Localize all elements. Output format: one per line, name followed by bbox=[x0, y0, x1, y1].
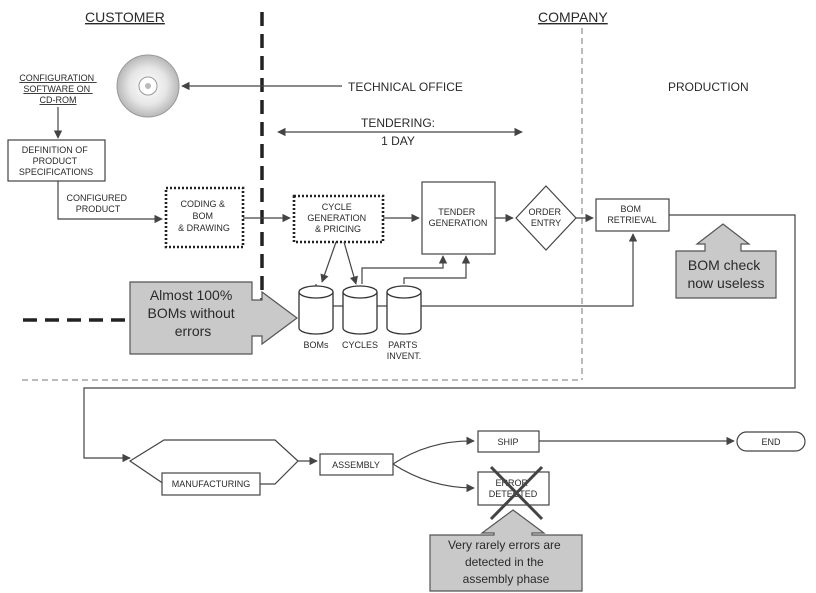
tender-box bbox=[421, 181, 496, 255]
cycles-db-label: CYCLES bbox=[342, 340, 378, 350]
cycle-to-cycles-arrow bbox=[343, 241, 358, 285]
assembly-label: ASSEMBLY bbox=[332, 460, 380, 470]
cycle-to-boms-arrow bbox=[320, 241, 337, 283]
manufacturing-label: MANUFACTURING bbox=[172, 479, 251, 489]
header-company: COMPANY bbox=[538, 9, 608, 25]
tender-label: TENDER GENERATION bbox=[429, 207, 488, 228]
order-entry-label: ORDER ENTRY bbox=[528, 207, 563, 228]
boms-errors-text: Almost 100% BOMs without errors bbox=[147, 287, 238, 339]
definition-to-coding-arrow bbox=[57, 181, 163, 224]
parts-to-tender-arrow bbox=[403, 255, 471, 284]
tendering-label: TENDERING: bbox=[361, 116, 435, 130]
order-entry-diamond bbox=[515, 185, 577, 251]
cross-out-icon bbox=[489, 465, 544, 521]
production-flow-line bbox=[83, 214, 796, 463]
tendering-duration: 1 DAY bbox=[381, 134, 415, 148]
bom-retrieval-box bbox=[595, 198, 670, 232]
bom-check-text: BOM check now useless bbox=[687, 257, 764, 291]
production-label: PRODUCTION bbox=[668, 80, 749, 94]
cycle-box bbox=[292, 194, 385, 244]
cycles-to-tender-arrow bbox=[361, 255, 448, 284]
bom-check-callout bbox=[675, 223, 777, 299]
cycle-label: CYCLE GENERATION & PRICING bbox=[307, 202, 368, 234]
parts-database-icon bbox=[386, 285, 422, 335]
config-software-label: CONFIGURATION SOFTWARE ON CD-ROM bbox=[19, 73, 96, 105]
rare-errors-callout bbox=[429, 509, 583, 592]
boms-errors-callout bbox=[129, 281, 299, 355]
assembly-to-ship-arrow bbox=[392, 436, 475, 465]
error-detected-label: ERROR DETECTED bbox=[489, 478, 538, 499]
rare-errors-text: Very rarely errors are detected in the a… bbox=[448, 538, 564, 586]
definition-label: DEFINITION OF PRODUCT SPECIFICATIONS bbox=[19, 145, 93, 177]
end-label: END bbox=[761, 437, 781, 447]
configured-product-label: CONFIGURED PRODUCT bbox=[66, 193, 129, 214]
ship-label: SHIP bbox=[497, 437, 518, 447]
technical-office-label: TECHNICAL OFFICE bbox=[348, 80, 463, 94]
cd-rom-icon bbox=[116, 54, 180, 118]
boms-database-icon bbox=[298, 285, 334, 335]
end-terminal bbox=[736, 431, 806, 452]
parts-db-label: PARTS INVENT. bbox=[387, 340, 422, 361]
cycles-database-icon bbox=[342, 285, 378, 335]
bom-retrieval-label: BOM RETRIEVAL bbox=[607, 204, 656, 225]
coding-box bbox=[164, 186, 245, 249]
coding-label: CODING & BOM & DRAWING bbox=[178, 199, 230, 233]
assembly-to-error-arrow bbox=[392, 463, 475, 493]
definition-box bbox=[7, 139, 106, 182]
header-customer: CUSTOMER bbox=[85, 9, 165, 25]
manufacturing-box bbox=[161, 472, 261, 496]
boms-db-label: BOMs bbox=[303, 340, 329, 350]
